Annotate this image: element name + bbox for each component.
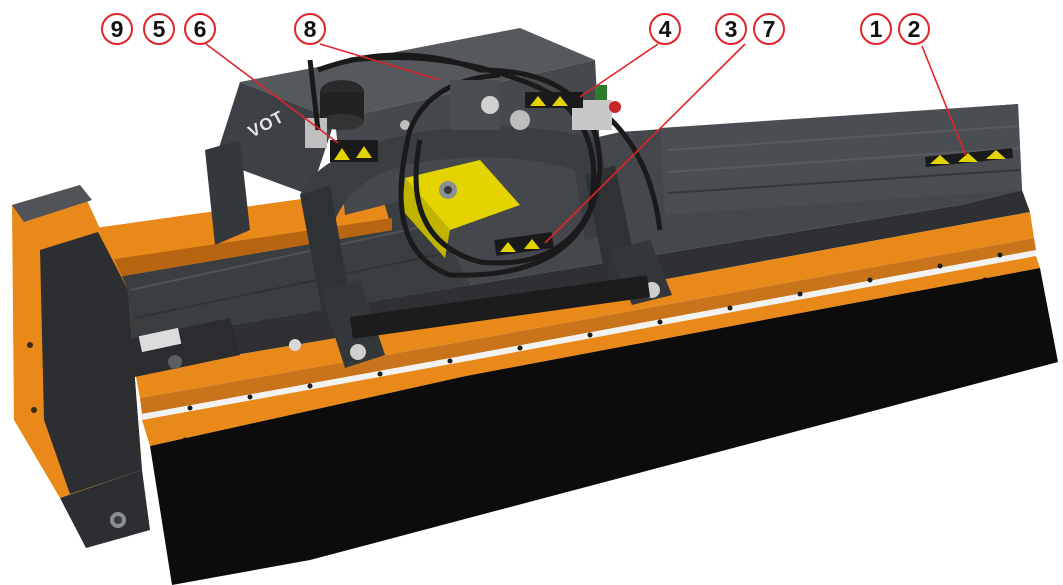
callout-9: 9 [101,13,133,45]
svg-text:2: 2 [908,16,921,42]
svg-text:5: 5 [153,16,166,42]
callout-7: 7 [753,13,785,45]
callout-3: 3 [715,13,747,45]
svg-text:7: 7 [763,16,776,42]
svg-text:6: 6 [194,16,207,42]
callouts: 9 5 6 8 4 3 7 1 [101,13,930,45]
callout-1: 1 [860,13,892,45]
top-link-bracket [450,80,500,130]
svg-text:9: 9 [111,16,124,42]
decal-set-3-7 [494,232,554,256]
callout-4: 4 [649,13,681,45]
decal-left-plate [138,328,182,352]
callout-5: 5 [143,13,175,45]
svg-text:4: 4 [659,16,672,42]
callout-6: 6 [184,13,216,45]
callout-8: 8 [294,13,326,45]
drive-shaft [349,275,651,339]
callout-2: 2 [898,13,930,45]
decal-set-9-5-6 [330,140,378,162]
left-side-plate [12,185,150,548]
leader-lines [205,43,967,244]
svg-text:1: 1 [870,16,883,42]
svg-text:8: 8 [304,16,317,42]
rubber-curtain [150,268,1058,585]
hydraulic-accumulator [305,80,364,148]
warning-decals [138,92,1013,352]
decal-set-4 [525,92,583,108]
svg-text:3: 3 [725,16,738,42]
decal-set-1-2 [925,148,1013,167]
